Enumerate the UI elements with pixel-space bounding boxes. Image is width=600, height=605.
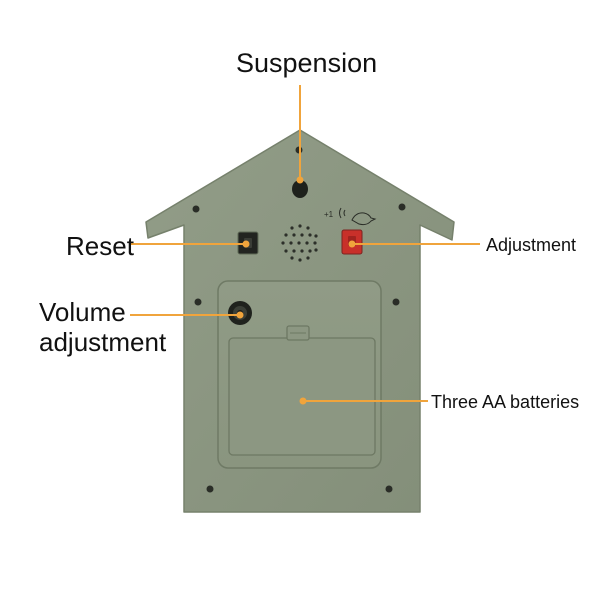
label-adjustment: Adjustment bbox=[486, 235, 577, 255]
screw-hole bbox=[385, 485, 393, 493]
bird-icon bbox=[339, 207, 377, 226]
label-batteries: Three AA batteries bbox=[431, 392, 580, 412]
suspension-hole bbox=[292, 180, 308, 198]
label-volume-line1: Volume bbox=[39, 297, 126, 327]
screw-hole bbox=[206, 485, 214, 493]
screw-hole bbox=[392, 298, 400, 306]
label-volume-line2: adjustment bbox=[39, 326, 167, 357]
battery-cover bbox=[228, 325, 376, 456]
label-reset: Reset bbox=[66, 231, 134, 261]
label-suspension: Suspension bbox=[236, 48, 378, 78]
screw-hole bbox=[194, 298, 202, 306]
screw-hole bbox=[192, 205, 200, 213]
plus-one-marking: +1 bbox=[324, 210, 334, 219]
screw-hole bbox=[398, 203, 406, 211]
label-volume-adjustment: Volume adjustment bbox=[39, 297, 167, 358]
speaker-grille bbox=[281, 224, 318, 262]
leader-lines bbox=[130, 85, 480, 405]
